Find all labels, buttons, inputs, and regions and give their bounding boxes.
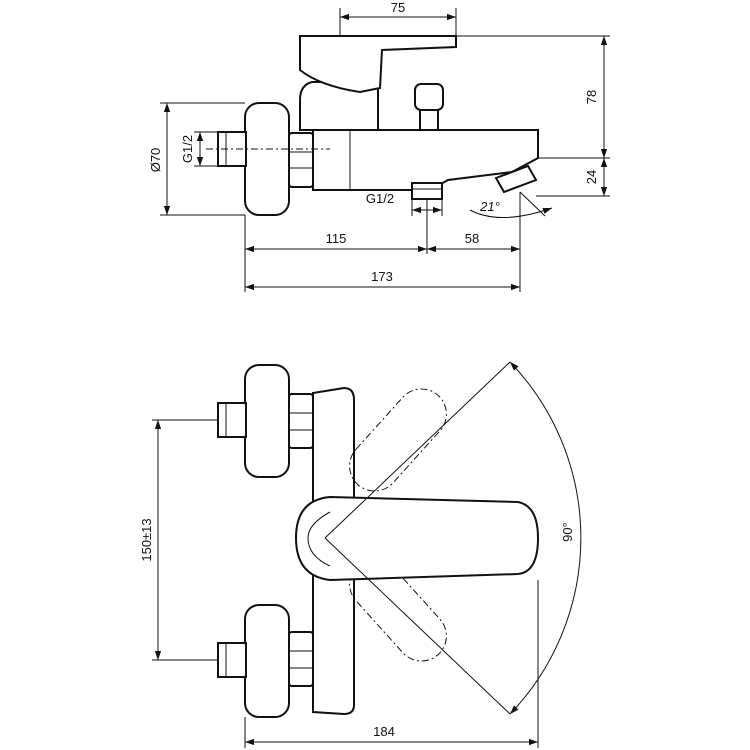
lower-flange	[244, 604, 290, 718]
dim-center-distance: 150±13	[139, 518, 154, 561]
dim-rotation: 90°	[560, 522, 575, 542]
dim-top-width: 75	[391, 0, 405, 15]
dim-angle: 21°	[479, 199, 500, 214]
upper-flange	[244, 364, 290, 478]
dim-inlet-thread: G1/2	[180, 135, 195, 163]
mixer-body	[312, 129, 539, 191]
lever-handle	[299, 35, 457, 94]
dim-left-length: 115	[326, 231, 347, 246]
side-view: 75 78 24 Ø70 G1/2 G1/2 21°	[148, 0, 610, 292]
lever-position-up	[349, 388, 447, 492]
wall-flange	[244, 102, 290, 216]
lever-base	[299, 81, 379, 131]
dim-outlet-thread: G1/2	[366, 191, 394, 206]
outlet-connector	[411, 182, 443, 200]
hex-nut	[288, 132, 314, 188]
dim-right-length: 58	[465, 231, 479, 246]
diverter-knob	[419, 107, 439, 131]
dim-diameter: Ø70	[148, 148, 163, 173]
dim-spout-height: 24	[584, 170, 599, 184]
dim-total-length: 173	[371, 269, 393, 284]
front-lever-handle	[294, 495, 540, 582]
dim-projection: 184	[373, 724, 395, 739]
spout-aerator	[494, 164, 538, 194]
front-view: 90° 150±13 184	[139, 361, 582, 748]
dim-height: 78	[584, 90, 599, 104]
